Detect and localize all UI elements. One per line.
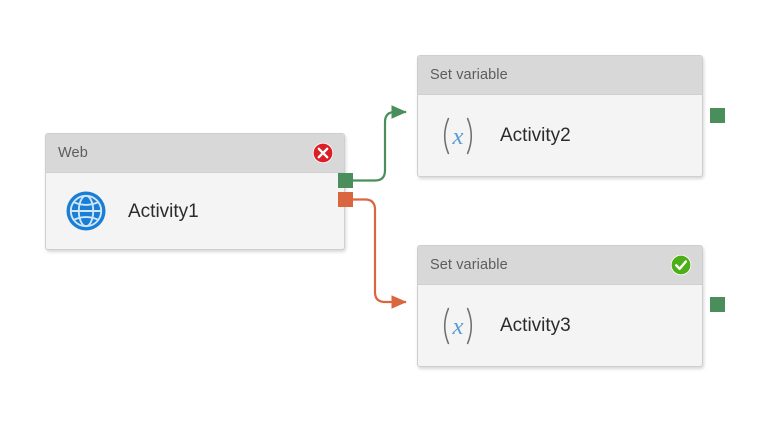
node-header-activity2: Set variable bbox=[418, 56, 702, 95]
node-body-activity3: x Activity3 bbox=[418, 285, 702, 366]
port-activity2-output[interactable] bbox=[710, 108, 725, 123]
expression-variable-icon: x bbox=[436, 304, 480, 348]
activity-node-web[interactable]: Web bbox=[45, 133, 345, 250]
expression-variable-icon: x bbox=[436, 114, 480, 158]
edge-failure-web-to-activity3[interactable] bbox=[353, 198, 407, 309]
node-header-web: Web bbox=[46, 134, 344, 173]
node-type-label: Set variable bbox=[430, 256, 508, 273]
node-name-label: Activity2 bbox=[500, 125, 571, 146]
node-type-label: Set variable bbox=[430, 66, 508, 83]
port-activity3-output[interactable] bbox=[710, 297, 725, 312]
node-name-label: Activity3 bbox=[500, 315, 571, 336]
port-web-success-output[interactable] bbox=[338, 173, 353, 188]
port-web-failure-output[interactable] bbox=[338, 192, 353, 207]
node-header-activity3: Set variable bbox=[418, 246, 702, 285]
svg-text:x: x bbox=[452, 123, 464, 150]
node-body-web: Activity1 bbox=[46, 173, 344, 249]
globe-icon bbox=[64, 189, 108, 233]
svg-text:x: x bbox=[452, 313, 464, 340]
error-circle-icon[interactable] bbox=[312, 142, 334, 164]
node-name-label: Activity1 bbox=[128, 200, 199, 222]
activity-node-set-variable-activity3[interactable]: Set variable x Activity3 bbox=[417, 245, 703, 367]
activity-node-set-variable-activity2[interactable]: Set variable x Activity2 bbox=[417, 55, 703, 177]
edge-success-web-to-activity2[interactable] bbox=[353, 105, 407, 182]
node-body-activity2: x Activity2 bbox=[418, 95, 702, 176]
node-type-label: Web bbox=[58, 144, 88, 161]
success-check-icon[interactable] bbox=[670, 254, 692, 276]
